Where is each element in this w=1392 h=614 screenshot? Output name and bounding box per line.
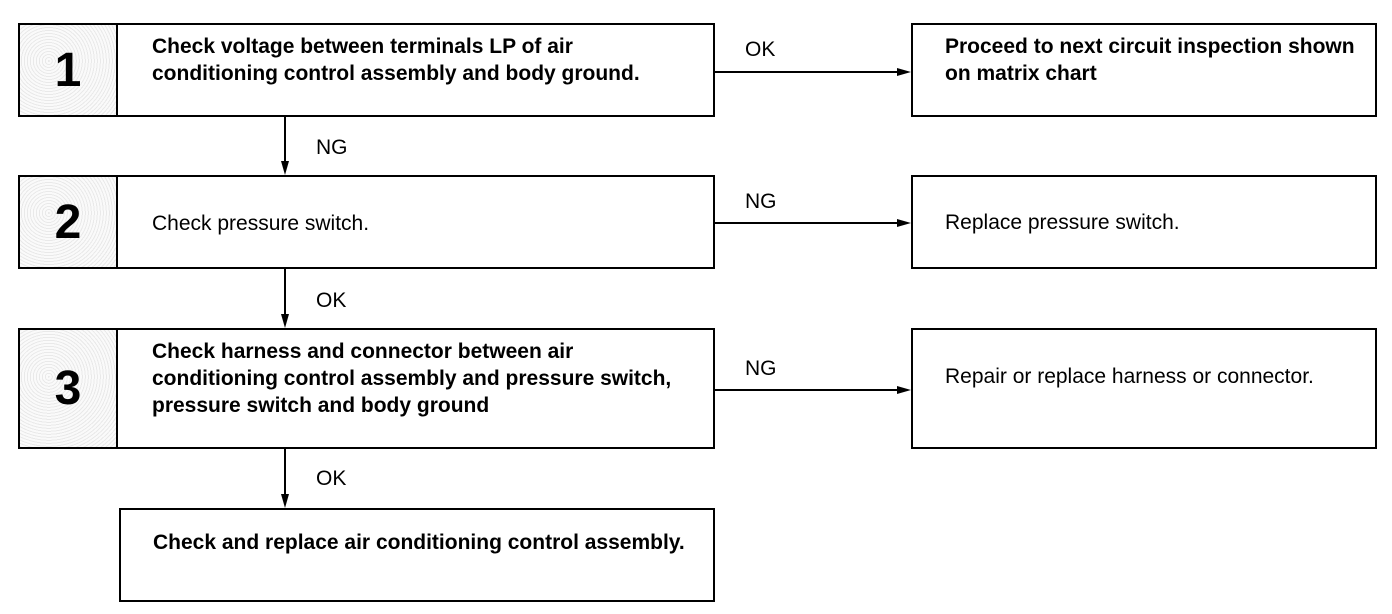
step-2-box: 2 Check pressure switch. bbox=[18, 175, 715, 269]
step-3-box: 3 Check harness and connector between ai… bbox=[18, 328, 715, 449]
arrow-step2-outcome2 bbox=[897, 219, 911, 227]
final-step-box: Check and replace air conditioning contr… bbox=[119, 508, 715, 602]
arrow-step1-step2 bbox=[281, 161, 289, 175]
step-1-number: 1 bbox=[20, 25, 118, 115]
outcome-3-text: Repair or replace harness or connector. bbox=[945, 365, 1314, 388]
connector-step2-outcome2 bbox=[715, 222, 897, 224]
arrow-step3-final bbox=[281, 494, 289, 508]
label-step2-down: OK bbox=[316, 289, 347, 312]
connector-step2-step3 bbox=[284, 269, 286, 314]
step-3-text: Check harness and connector between air … bbox=[152, 340, 672, 417]
outcome-3-box: Repair or replace harness or connector. bbox=[911, 328, 1377, 449]
step-2-text: Check pressure switch. bbox=[152, 212, 370, 235]
step-1-box: 1 Check voltage between terminals LP of … bbox=[18, 23, 715, 117]
step-2-number: 2 bbox=[20, 177, 118, 267]
arrow-step1-outcome1 bbox=[897, 68, 911, 76]
connector-step1-step2 bbox=[284, 117, 286, 161]
connector-step1-outcome1 bbox=[715, 71, 897, 73]
arrow-step2-step3 bbox=[281, 314, 289, 328]
connector-step3-outcome3 bbox=[715, 389, 897, 391]
label-step1-right: OK bbox=[745, 38, 776, 61]
final-step-text: Check and replace air conditioning contr… bbox=[153, 531, 685, 554]
step-3-number: 3 bbox=[20, 330, 118, 447]
label-step3-right: NG bbox=[745, 357, 777, 380]
step-1-text: Check voltage between terminals LP of ai… bbox=[152, 35, 640, 85]
label-step1-down: NG bbox=[316, 136, 348, 159]
arrow-step3-outcome3 bbox=[897, 386, 911, 394]
outcome-1-text: Proceed to next circuit inspection shown… bbox=[945, 35, 1355, 85]
outcome-2-box: Replace pressure switch. bbox=[911, 175, 1377, 269]
label-step3-down: OK bbox=[316, 467, 347, 490]
outcome-1-box: Proceed to next circuit inspection shown… bbox=[911, 23, 1377, 117]
label-step2-right: NG bbox=[745, 190, 777, 213]
outcome-2-text: Replace pressure switch. bbox=[945, 211, 1180, 234]
connector-step3-final bbox=[284, 449, 286, 494]
